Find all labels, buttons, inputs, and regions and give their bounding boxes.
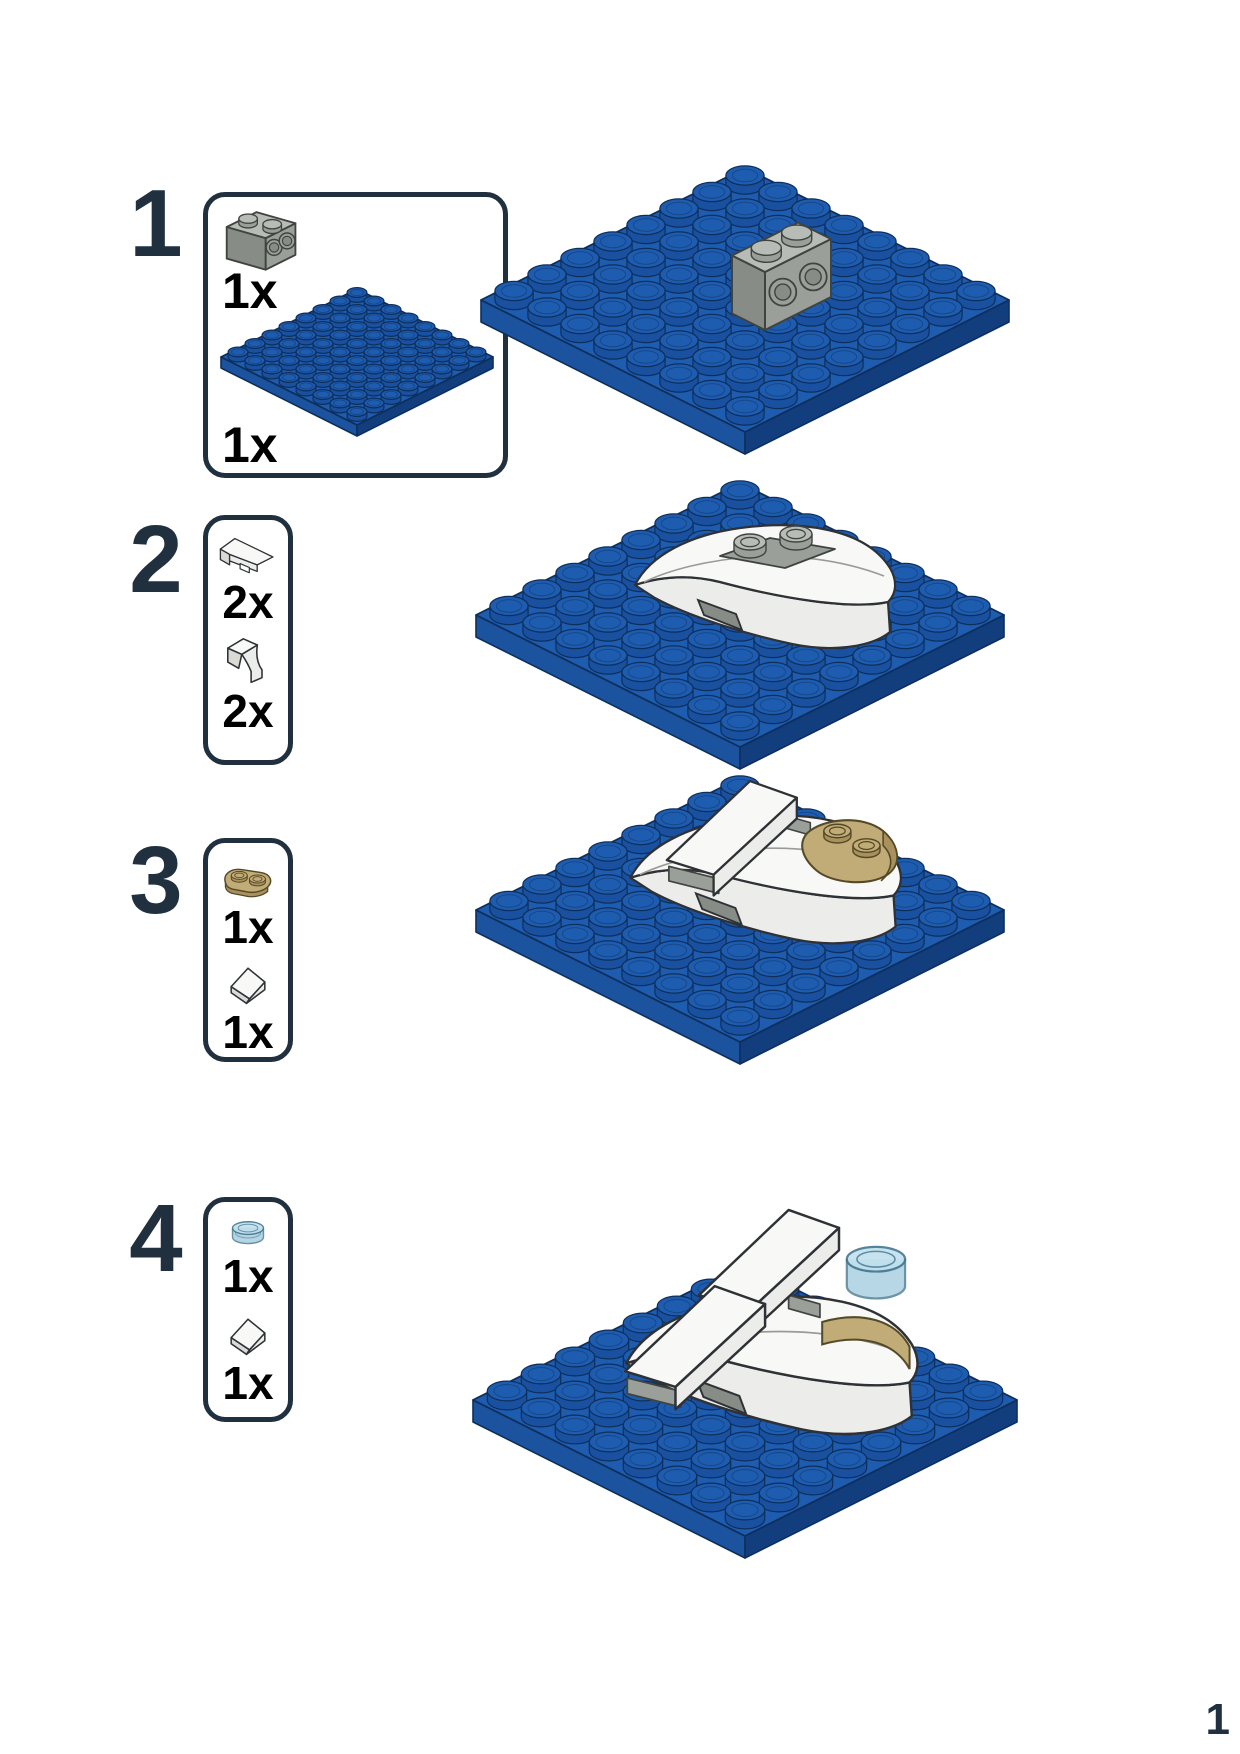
part-count: 1x bbox=[222, 263, 278, 319]
part-count: 2x bbox=[222, 576, 274, 628]
page-number: 1 bbox=[1205, 1695, 1230, 1744]
slope-curved-1x1-icon bbox=[217, 631, 279, 687]
part-count: 1x bbox=[222, 1357, 274, 1410]
step-1-render bbox=[460, 150, 1040, 460]
brick-1x2-side-studs-icon bbox=[216, 201, 308, 279]
step-2-render bbox=[455, 455, 1035, 775]
step-3-number: 3 bbox=[129, 827, 182, 934]
step-3-render bbox=[455, 742, 1035, 1072]
step-1-number: 1 bbox=[129, 170, 182, 277]
plate-8x8-icon bbox=[212, 281, 502, 441]
step-4-number: 4 bbox=[129, 1185, 182, 1292]
part-count: 2x bbox=[222, 685, 274, 738]
step-2-number: 2 bbox=[129, 506, 182, 613]
part-count: 1x bbox=[222, 1250, 274, 1302]
step-2-parts-box: 2x 2x bbox=[203, 515, 293, 765]
part-count: 1x bbox=[222, 1006, 274, 1059]
part-count: 1x bbox=[222, 901, 274, 953]
step-4-parts-box: 1x 1x bbox=[203, 1197, 293, 1422]
slope-1x1-icon bbox=[220, 1307, 276, 1359]
plate-1x2-rounded-tan-icon bbox=[211, 855, 285, 903]
part-count: 1x bbox=[222, 417, 278, 473]
slope-1x1-icon bbox=[220, 956, 276, 1008]
step-1-parts-box: 1x 1x bbox=[203, 192, 508, 478]
round-tile-trans-blue-icon bbox=[219, 1214, 277, 1252]
step-4-render bbox=[450, 1172, 1050, 1572]
step-3-parts-box: 1x 1x bbox=[203, 838, 293, 1062]
slope-1x2-icon bbox=[207, 532, 289, 578]
